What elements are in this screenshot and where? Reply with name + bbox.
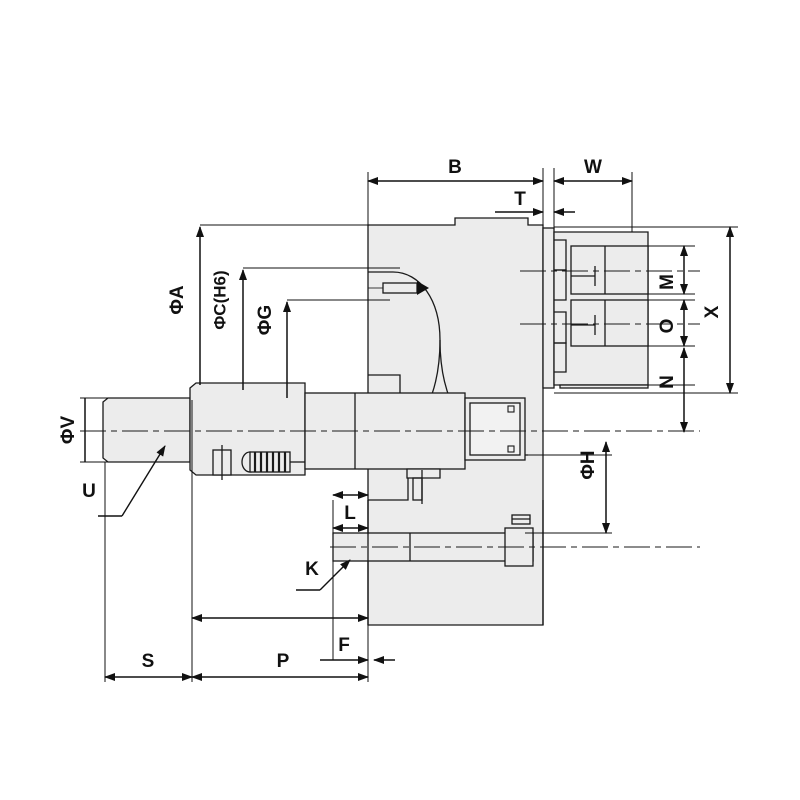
dimension-label-N: N	[657, 375, 678, 389]
right-block-upper	[570, 245, 649, 295]
right-block-middle	[570, 299, 649, 347]
dimension-label-W: W	[584, 157, 602, 178]
dimension-label-P: P	[277, 651, 290, 672]
notch-lower-2	[554, 342, 567, 373]
leader-line-U	[121, 445, 166, 517]
dimension-label-L: L	[344, 503, 356, 524]
dimension-label-S: S	[142, 651, 155, 672]
dimension-label-O: O	[657, 319, 678, 334]
leader-line-K	[319, 559, 351, 591]
flange-plate	[542, 227, 555, 389]
dimension-label-PHI-H: ΦH	[578, 450, 599, 479]
dimension-lines-group: B W T ΦA ΦC(H6) ΦG ΦV M O	[58, 157, 734, 681]
dimension-label-PHI-V: ΦV	[58, 416, 79, 445]
setscrew-thread	[249, 451, 291, 473]
dimension-label-X: X	[702, 305, 723, 318]
dimension-label-T: T	[514, 189, 526, 210]
dimension-label-PHI-A: ΦA	[167, 285, 188, 315]
shaft-left-end	[102, 397, 191, 463]
notch-upper-2	[554, 269, 567, 301]
boss-detail-upper	[507, 405, 515, 413]
boss-detail-lower	[507, 445, 515, 453]
shaft-underside-tab	[406, 468, 441, 479]
internal-pin	[382, 282, 418, 294]
shaft-boss-inner	[469, 402, 521, 456]
part-geometry-group	[80, 217, 700, 626]
dimension-label-F: F	[338, 635, 350, 656]
dimension-label-B: B	[448, 157, 462, 178]
right-block-base-edge	[559, 384, 649, 389]
internal-pin-arrow	[417, 281, 429, 295]
dimension-label-PHI-C: ΦC(H6)	[210, 270, 229, 329]
dimension-label-U: U	[82, 481, 96, 502]
dimension-label-K: K	[305, 559, 319, 580]
dimension-label-M: M	[657, 274, 678, 290]
internal-ledge-drop	[368, 470, 409, 501]
dimension-label-PHI-G: ΦG	[255, 305, 276, 335]
